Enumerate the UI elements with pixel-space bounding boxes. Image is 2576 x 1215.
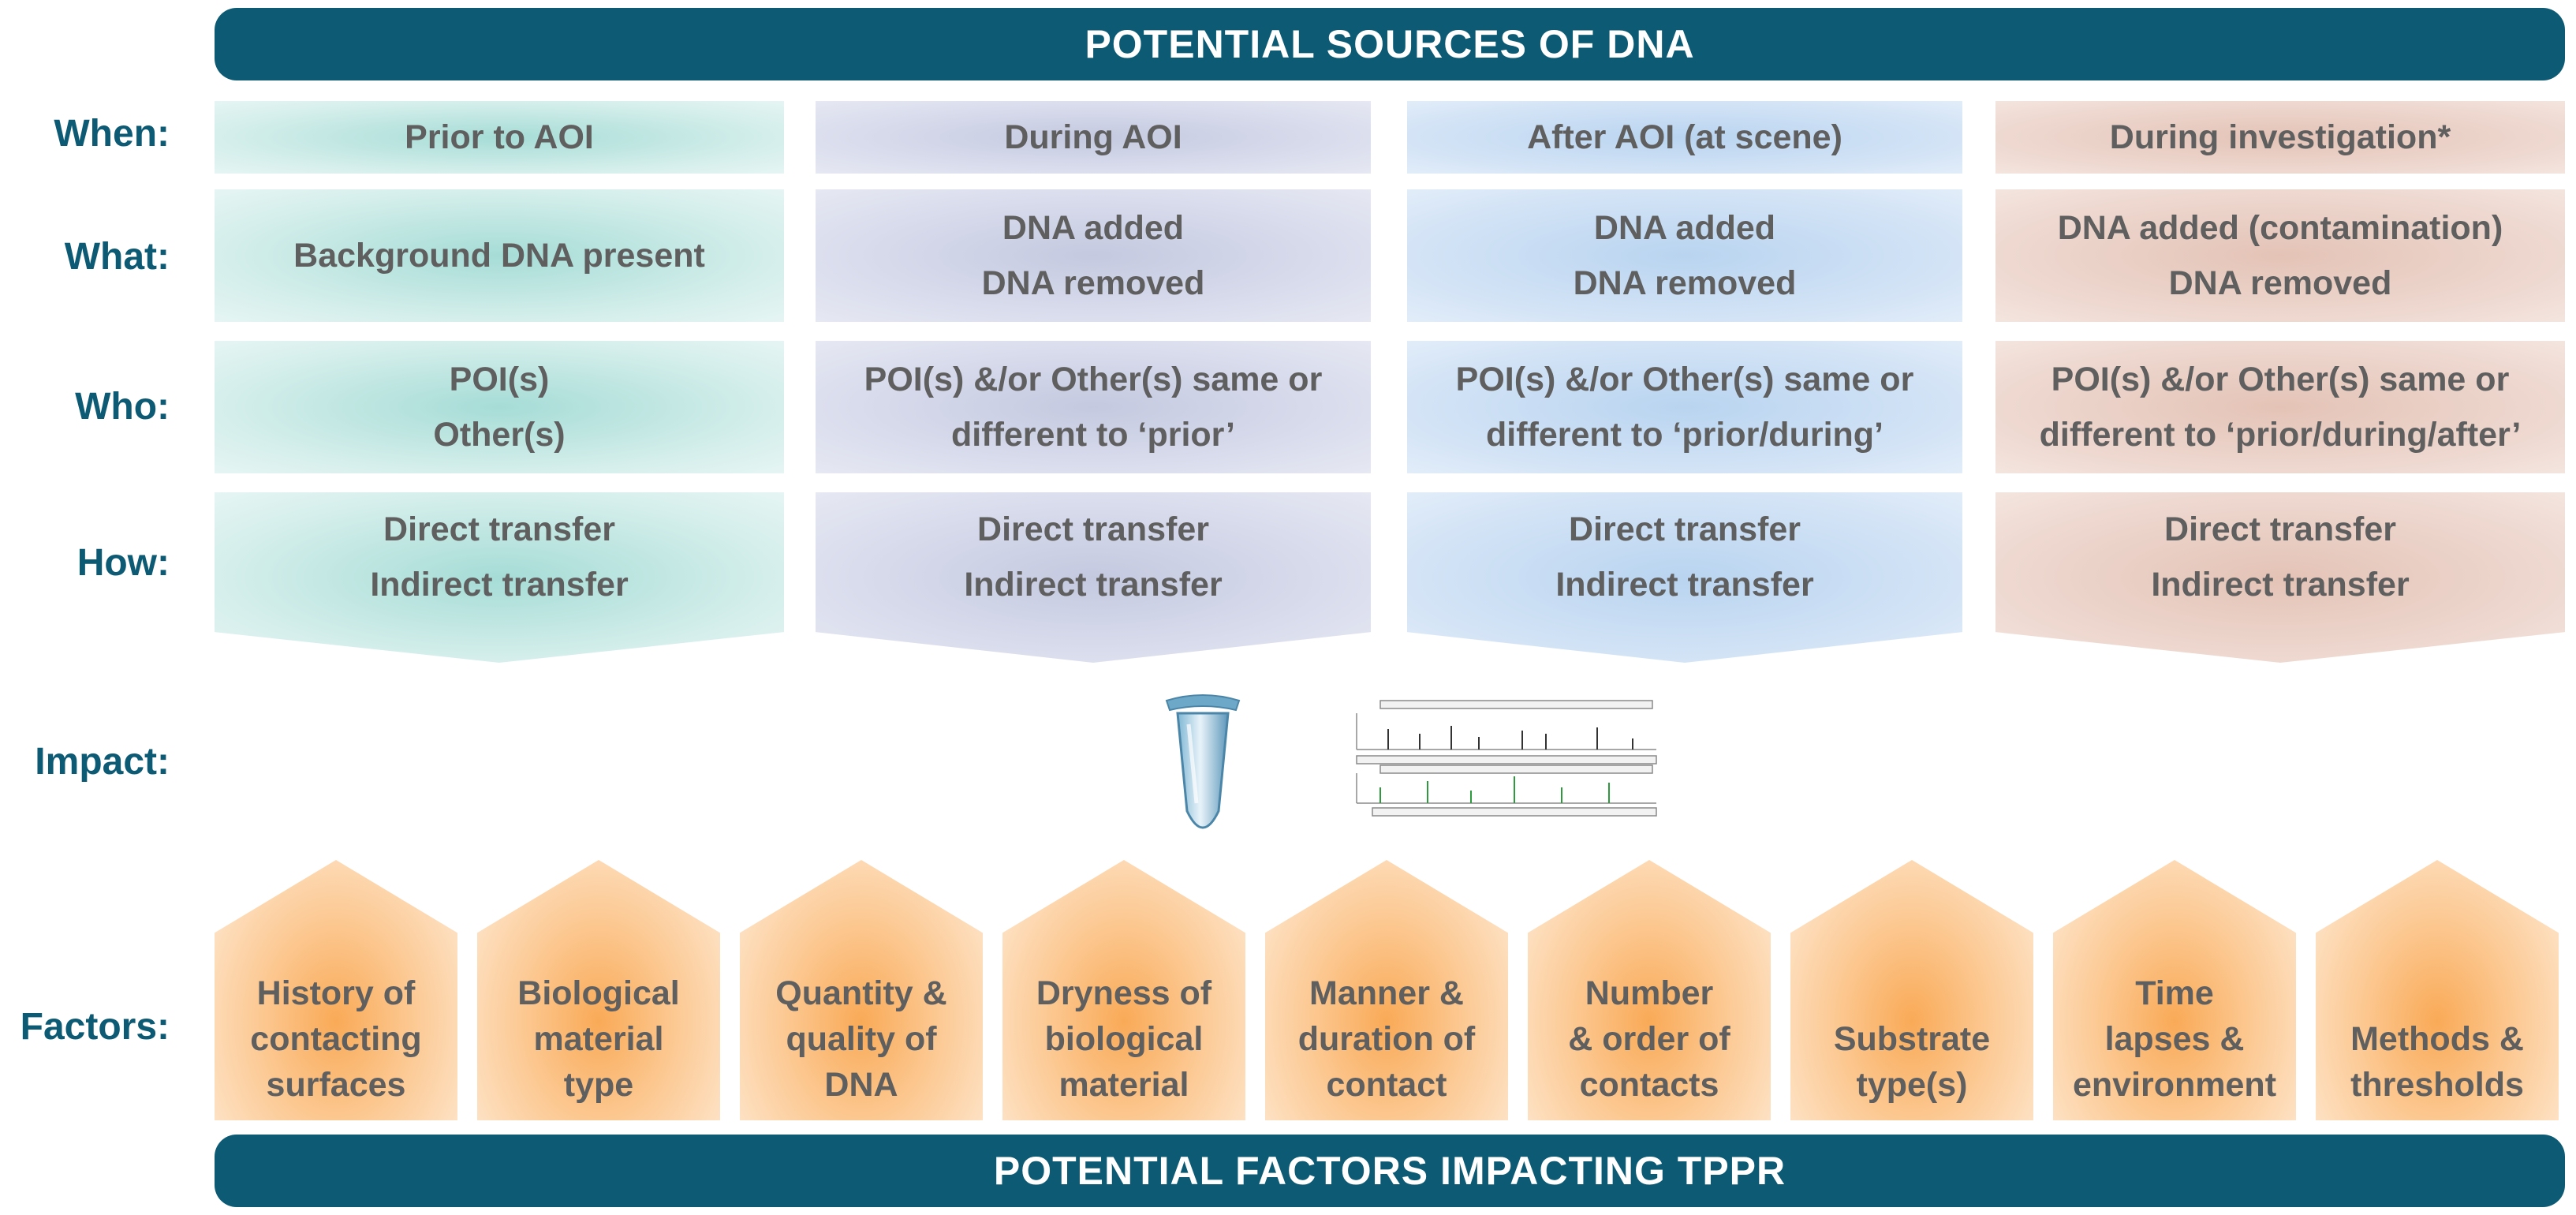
factor-time-lapses-environment: Time lapses & environment bbox=[2053, 860, 2296, 1120]
when-cell: Prior to AOI bbox=[215, 101, 784, 174]
factor-biological-material-type: Biological material type bbox=[477, 860, 720, 1120]
factor-history-of-contacting-surfaces: History of contacting surfaces bbox=[215, 860, 457, 1120]
how-line: Direct transfer bbox=[2164, 510, 2396, 548]
tube-icon bbox=[1165, 694, 1241, 829]
what-line: Background DNA present bbox=[293, 237, 705, 275]
factor-line: material bbox=[533, 1020, 664, 1058]
factor-line: Methods & bbox=[2350, 1020, 2524, 1058]
factor-line: contacts bbox=[1579, 1066, 1719, 1104]
factor-line: biological bbox=[1044, 1020, 1204, 1058]
when-text: Prior to AOI bbox=[405, 118, 594, 156]
how-line: Indirect transfer bbox=[2151, 566, 2410, 604]
who-line: POI(s) &/or Other(s) same or bbox=[864, 361, 1323, 398]
factor-line: surfaces bbox=[266, 1066, 406, 1104]
what-line: DNA added bbox=[1593, 209, 1776, 247]
factor-line: Time bbox=[2135, 974, 2214, 1012]
when-text: During investigation* bbox=[2109, 118, 2451, 156]
row-label-what: What: bbox=[64, 236, 170, 278]
row-label-impact: Impact: bbox=[35, 741, 170, 783]
when-text: During AOI bbox=[1004, 118, 1182, 156]
factor-line: DNA bbox=[824, 1066, 898, 1104]
factor-number-order-of-contacts: Number & order of contacts bbox=[1528, 860, 1771, 1120]
what-line: DNA removed bbox=[981, 264, 1205, 302]
who-line: different to ‘prior/during’ bbox=[1485, 416, 1883, 454]
what-cell: DNA added (contamination) DNA removed bbox=[1995, 189, 2565, 322]
what-line: DNA added bbox=[1002, 209, 1185, 247]
factor-line: type bbox=[563, 1066, 634, 1104]
factor-line: History of bbox=[256, 974, 416, 1012]
factor-line: Manner & bbox=[1309, 974, 1464, 1012]
row-label-factors: Factors: bbox=[20, 1006, 170, 1048]
factor-line: contacting bbox=[250, 1020, 422, 1058]
factor-line: type(s) bbox=[1856, 1066, 1968, 1104]
who-line: POI(s) bbox=[449, 361, 550, 398]
factor-line: material bbox=[1058, 1066, 1189, 1104]
when-text: After AOI (at scene) bbox=[1527, 118, 1842, 156]
who-cell: POI(s) &/or Other(s) same or different to… bbox=[1995, 341, 2565, 473]
factor-line: environment bbox=[2072, 1066, 2277, 1104]
top-banner: POTENTIAL SOURCES OF DNA bbox=[215, 8, 2565, 80]
bottom-banner: POTENTIAL FACTORS IMPACTING TPPR bbox=[215, 1135, 2565, 1207]
row-label-who: Who: bbox=[75, 386, 170, 428]
row-label-when: When: bbox=[54, 113, 170, 155]
who-line: POI(s) &/or Other(s) same or bbox=[1455, 361, 1914, 398]
factor-quantity-quality-of-dna: Quantity & quality of DNA bbox=[740, 860, 983, 1120]
who-line: Other(s) bbox=[433, 416, 566, 454]
factor-line: Quantity & bbox=[775, 974, 947, 1012]
what-line: DNA removed bbox=[1573, 264, 1797, 302]
how-line: Indirect transfer bbox=[964, 566, 1223, 604]
how-line: Direct transfer bbox=[383, 510, 615, 548]
factor-line: lapses & bbox=[2104, 1020, 2245, 1058]
when-cell: After AOI (at scene) bbox=[1407, 101, 1962, 174]
factor-line: contact bbox=[1326, 1066, 1447, 1104]
how-line: Direct transfer bbox=[1569, 510, 1801, 548]
when-cell: During investigation* bbox=[1995, 101, 2565, 174]
who-line: POI(s) &/or Other(s) same or bbox=[2051, 361, 2510, 398]
how-line: Indirect transfer bbox=[1555, 566, 1814, 604]
factor-substrate-types: Substrate type(s) bbox=[1790, 860, 2033, 1120]
factor-line: Number bbox=[1585, 974, 1714, 1012]
factor-line: duration of bbox=[1297, 1020, 1476, 1058]
factor-line: Substrate bbox=[1833, 1020, 1991, 1058]
factor-manner-duration-of-contact: Manner & duration of contact bbox=[1265, 860, 1508, 1120]
who-line: different to ‘prior/during/after’ bbox=[2039, 416, 2522, 454]
who-line: different to ‘prior’ bbox=[951, 416, 1235, 454]
electropherogram-icon bbox=[1356, 700, 1657, 817]
what-cell: Background DNA present bbox=[215, 189, 784, 322]
factor-dryness-of-biological-material: Dryness of biological material bbox=[1002, 860, 1245, 1120]
what-line: DNA removed bbox=[2168, 264, 2392, 302]
row-label-how: How: bbox=[77, 542, 170, 584]
factor-line: Dryness of bbox=[1036, 974, 1212, 1012]
factor-line: Biological bbox=[517, 974, 680, 1012]
factor-line: thresholds bbox=[2350, 1066, 2524, 1104]
who-cell: POI(s) Other(s) bbox=[215, 341, 784, 473]
who-cell: POI(s) &/or Other(s) same or different to… bbox=[1407, 341, 1962, 473]
how-line: Indirect transfer bbox=[370, 566, 629, 604]
what-line: DNA added (contamination) bbox=[2057, 209, 2503, 247]
factor-line: quality of bbox=[786, 1020, 937, 1058]
factor-methods-thresholds: Methods & thresholds bbox=[2316, 860, 2559, 1120]
when-cell: During AOI bbox=[816, 101, 1371, 174]
how-line: Direct transfer bbox=[977, 510, 1209, 548]
factor-line: & order of bbox=[1568, 1020, 1730, 1058]
who-cell: POI(s) &/or Other(s) same or different to… bbox=[816, 341, 1371, 473]
